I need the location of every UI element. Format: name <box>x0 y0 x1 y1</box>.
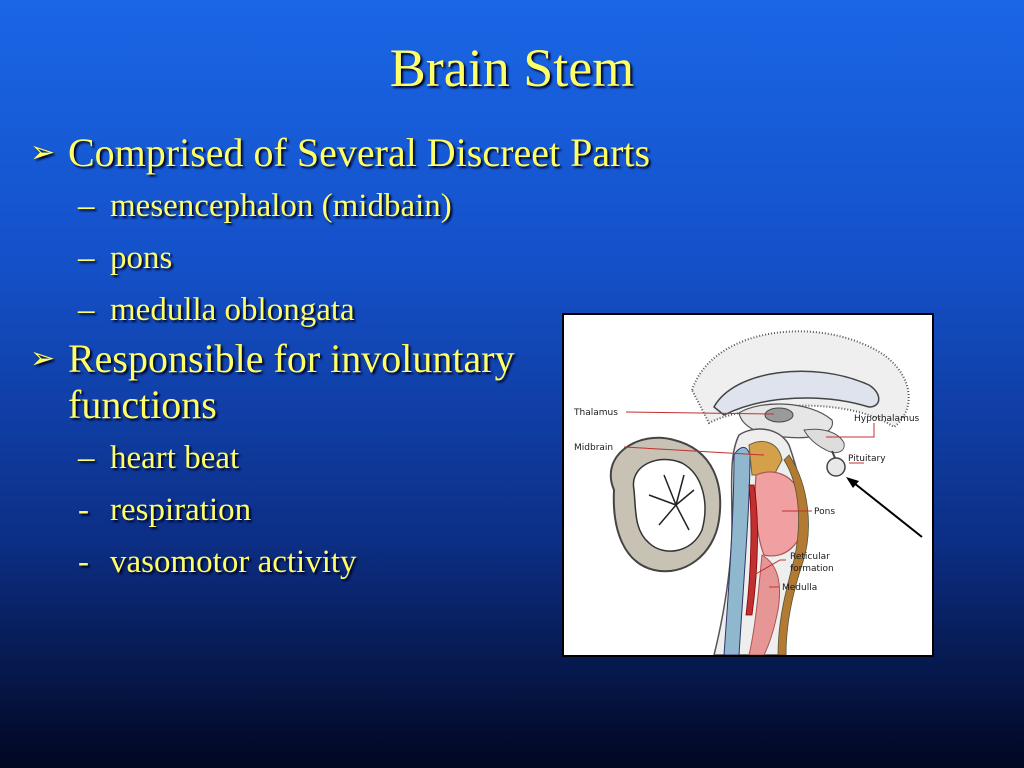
dash-icon: - <box>78 492 89 528</box>
label-reticular-1: Reticular <box>790 552 830 562</box>
arrow-bullet-icon: ➢ <box>30 341 56 376</box>
label-pons: Pons <box>814 507 835 517</box>
pituitary-stalk <box>831 450 836 459</box>
sub-bullet-item: - respiration <box>30 484 830 536</box>
label-reticular-2: formation <box>790 564 834 574</box>
hypothalamus-shape <box>803 428 845 454</box>
thalamus-nucleus <box>764 407 794 423</box>
corpus-callosum-shape <box>713 370 880 416</box>
bullet-text: Responsible for involuntary functions <box>68 336 515 427</box>
bullet-item: ➢ Comprised of Several Discreet Parts <box>30 130 830 176</box>
outer-brown-band <box>777 454 809 655</box>
label-thalamus: Thalamus <box>573 408 618 418</box>
pointer-arrow-line <box>853 482 923 538</box>
label-pituitary: Pituitary <box>848 454 886 464</box>
dash-icon: – <box>78 188 95 224</box>
sub-bullet-text: vasomotor activity <box>110 544 357 580</box>
label-hypothalamus: Hypothalamus <box>854 414 920 424</box>
dash-icon: - <box>78 544 89 580</box>
arrow-bullet-icon: ➢ <box>30 135 56 170</box>
arbor-vitae <box>648 474 695 531</box>
reticular-formation-shape <box>745 484 758 616</box>
sub-bullet-item: – mesencephalon (midbain) <box>30 180 830 232</box>
bullet-item: ➢ Responsible for involuntary functions <box>30 336 558 428</box>
sub-bullet-text: pons <box>110 240 173 276</box>
thalamus-pointer <box>625 411 775 415</box>
dash-icon: – <box>78 440 95 476</box>
sub-bullet-text: mesencephalon (midbain) <box>110 188 452 224</box>
sub-bullet-text: medulla oblongata <box>110 292 355 328</box>
sub-bullet-text: respiration <box>110 492 252 528</box>
brain-stem-diagram: Thalamus Midbrain Hypothalamus Pituitary… <box>562 313 934 657</box>
sub-bullet-text: heart beat <box>110 440 240 476</box>
midbrain-pointer <box>623 446 765 456</box>
bullet-text: Comprised of Several Discreet Parts <box>68 130 651 175</box>
dash-icon: – <box>78 292 95 328</box>
cerebellum-inner <box>632 458 706 552</box>
sub-bullet-item: - vasomotor activity <box>30 536 830 588</box>
label-midbrain: Midbrain <box>574 443 613 453</box>
brain-stem-illustration: Thalamus Midbrain Hypothalamus Pituitary… <box>573 330 923 655</box>
ventricle-channel <box>723 447 751 655</box>
hypothalamus-pointer <box>826 423 875 438</box>
dash-icon: – <box>78 240 95 276</box>
pointer-arrow-head <box>846 477 859 488</box>
reticular-pointer <box>753 559 786 576</box>
bullet-list: ➢ Comprised of Several Discreet Parts – … <box>30 130 830 588</box>
sub-bullet-item: – pons <box>30 232 830 284</box>
medulla-shape <box>748 554 781 655</box>
sub-bullet-item: – heart beat <box>30 432 830 484</box>
sub-bullet-item: – medulla oblongata <box>30 284 830 336</box>
label-medulla: Medulla <box>782 583 817 593</box>
pituitary-shape <box>826 457 846 477</box>
slide-title: Brain Stem <box>389 38 635 98</box>
